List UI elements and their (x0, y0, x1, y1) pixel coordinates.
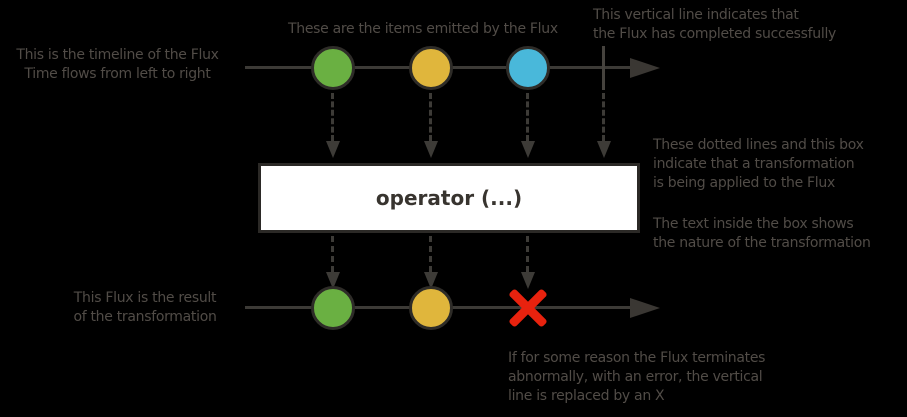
dashed-arrow-icon (526, 93, 529, 141)
dashed-arrow-icon (331, 236, 334, 272)
dashed-arrowhead-icon (424, 141, 438, 158)
operator-label: operator (...) (375, 186, 523, 210)
dashed-arrow-icon (331, 93, 334, 141)
dashed-arrow-icon (429, 93, 432, 141)
result-marble-green (311, 286, 355, 330)
operator-box: operator (...) (258, 163, 640, 233)
dashed-arrowhead-icon (521, 272, 535, 289)
error-caption: If for some reason the Flux terminates a… (508, 350, 766, 404)
transform-caption: These dotted lines and this box indicate… (653, 137, 864, 191)
source-marble-yellow (409, 46, 453, 90)
timeline-caption: This is the timeline of the Flux Time fl… (16, 47, 219, 82)
complete-caption: This vertical line indicates that the Fl… (593, 7, 837, 42)
result-caption: This Flux is the result of the transform… (73, 290, 217, 325)
result-timeline-arrow-icon (630, 298, 660, 318)
dashed-arrowhead-icon (521, 141, 535, 158)
dashed-arrow-icon (429, 236, 432, 272)
source-marble-green (311, 46, 355, 90)
box-text-caption: The text inside the box shows the nature… (653, 216, 871, 251)
dashed-arrowhead-icon (326, 272, 340, 289)
source-timeline-arrow-icon (630, 58, 660, 78)
dashed-arrowhead-icon (597, 141, 611, 158)
dashed-arrow-icon (602, 93, 605, 141)
error-x-icon (506, 286, 550, 330)
dashed-arrowhead-icon (424, 272, 438, 289)
result-marble-yellow (409, 286, 453, 330)
items-caption: These are the items emitted by the Flux (288, 21, 558, 37)
source-marble-blue (506, 46, 550, 90)
dashed-arrowhead-icon (326, 141, 340, 158)
dashed-arrow-icon (526, 236, 529, 272)
complete-marker-icon (602, 46, 605, 90)
